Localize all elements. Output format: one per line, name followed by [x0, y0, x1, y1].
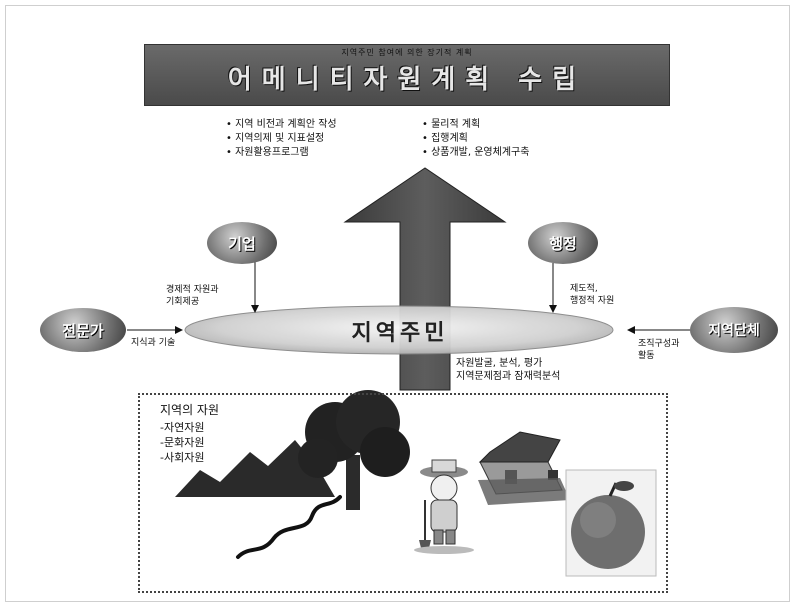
group-note-line1: 조직구성과 [638, 339, 680, 349]
plan-banner: 지역주민 참여에 의한 장기적 계획 어메니티자원계획 수립 [144, 44, 670, 106]
farmer-illustration [414, 459, 474, 554]
center-ellipse [184, 305, 614, 355]
resource-item: -문화자원 [160, 436, 205, 449]
group-note-line2: 활동 [638, 351, 655, 361]
node-government: 행정 [528, 222, 598, 264]
page-frame [5, 5, 790, 602]
list-item: 지역의제 및 지표설정 [226, 132, 337, 146]
node-local-group: 지역단체 [690, 307, 778, 353]
tree-illustration [298, 390, 410, 510]
apple-illustration [565, 469, 657, 577]
resources-box: 지역의 자원 -자연자원 -문화자원 -사회자원 [138, 393, 668, 593]
house-illustration [478, 431, 570, 505]
plan-list-left: 지역 비전과 계획안 작성 지역의제 및 지표설정 자원활용프로그램 [226, 118, 337, 160]
list-item: 집행계획 [422, 132, 529, 146]
resident-note-line1: 자원발굴, 분석, 평가 [456, 358, 543, 369]
resident-note: 자원발굴, 분석, 평가 지역문제점과 잠재력분석 [456, 357, 560, 383]
government-note: 제도적, 행정적 자원 [570, 283, 614, 307]
node-expert: 전문가 [40, 308, 126, 352]
mountain-illustration [175, 440, 335, 497]
list-item: 물리적 계획 [422, 118, 529, 132]
government-note-line1: 제도적, [570, 284, 598, 294]
resources-title: 지역의 자원 [160, 403, 220, 417]
group-note: 조직구성과 활동 [638, 338, 679, 362]
banner-subtitle: 지역주민 참여에 의한 장기적 계획 [341, 48, 473, 57]
resource-item: -사회자원 [160, 451, 205, 464]
resident-note-line2: 지역문제점과 잠재력분석 [456, 371, 561, 382]
company-note-line2: 기회제공 [166, 297, 200, 307]
river-illustration [236, 495, 342, 559]
expert-note: 지식과 기술 [131, 338, 176, 348]
banner-title: 어메니티자원계획 수립 [227, 65, 587, 95]
plan-list-right: 물리적 계획 집행계획 상품개발, 운영체계구축 [422, 118, 529, 160]
company-note: 경제적 자원과 기회제공 [166, 284, 219, 308]
list-item: 상품개발, 운영체계구축 [422, 146, 529, 160]
list-item: 자원활용프로그램 [226, 146, 337, 160]
list-item: 지역 비전과 계획안 작성 [226, 118, 337, 132]
resource-item: -자연자원 [160, 421, 205, 434]
main-up-arrow [343, 167, 507, 391]
center-label: 지역주민 [351, 321, 449, 346]
node-company: 기업 [207, 222, 277, 264]
company-note-line1: 경제적 자원과 [166, 285, 219, 295]
government-note-line2: 행정적 자원 [570, 296, 615, 306]
